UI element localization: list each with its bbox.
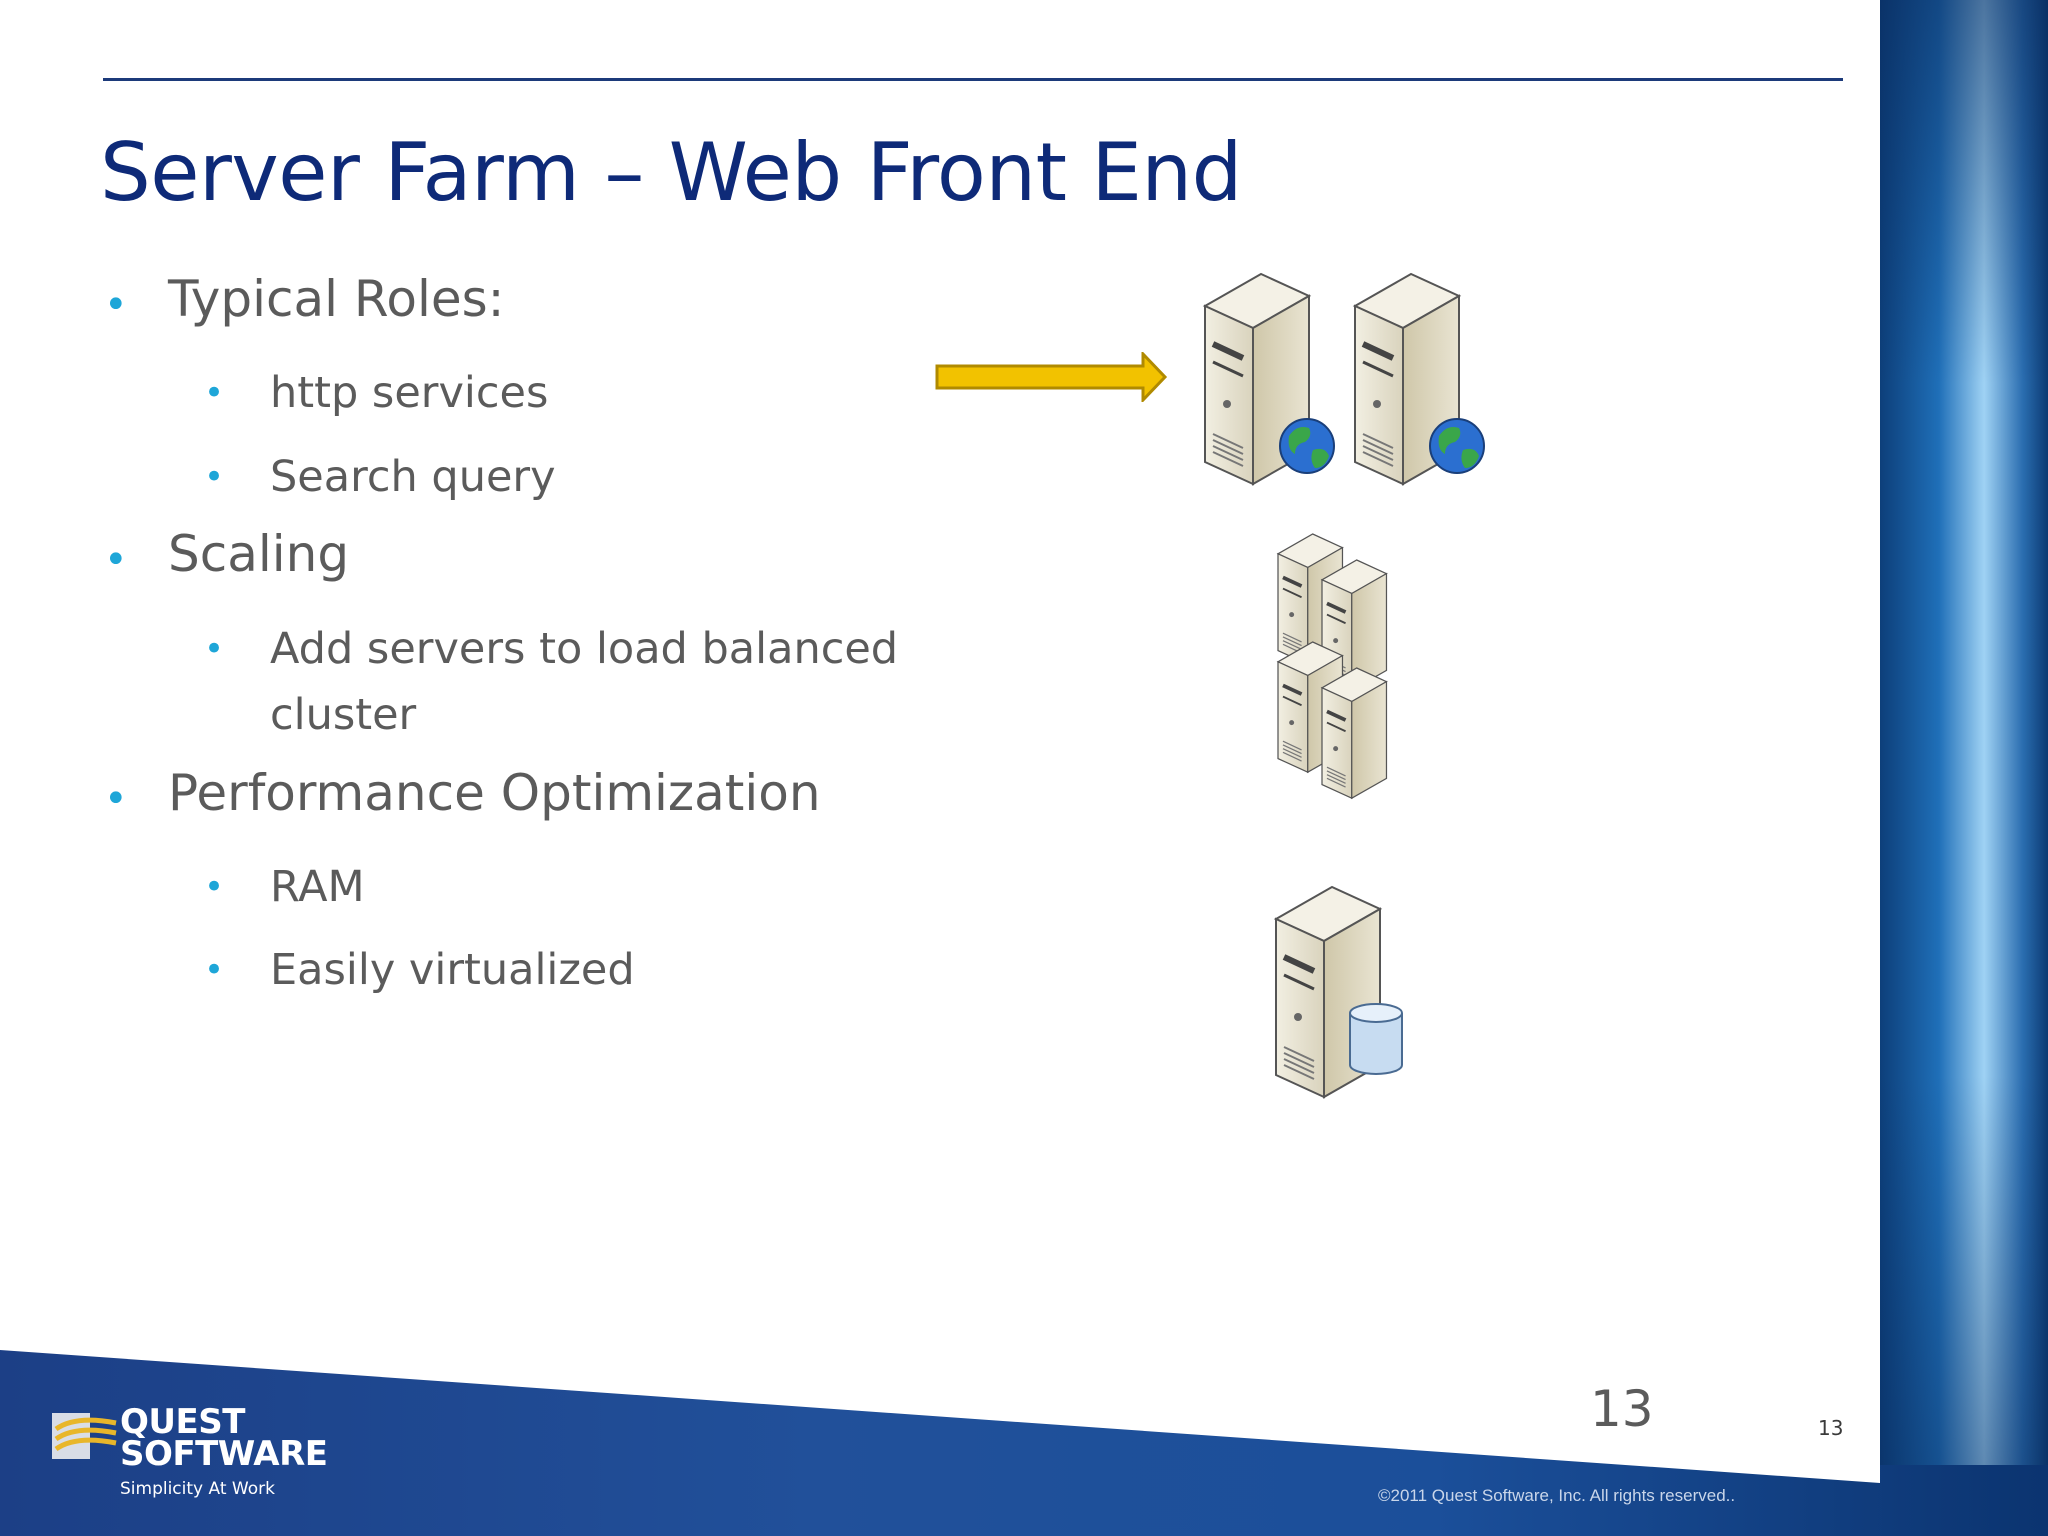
bullet-ram: • RAM xyxy=(100,854,365,920)
arrow-icon xyxy=(935,352,1168,402)
slide-title: Server Farm – Web Front End xyxy=(100,126,1242,219)
slide-number-small: 13 xyxy=(1818,1416,1844,1440)
bullet-http-services: • http services xyxy=(100,360,548,426)
top-rule xyxy=(103,78,1843,81)
bullet-text: Search query xyxy=(270,452,556,502)
bullet-add-servers: • Add servers to load balanced cluster xyxy=(100,616,950,748)
slide-number-large: 13 xyxy=(1590,1380,1654,1438)
bullet-text: Scaling xyxy=(168,525,350,583)
bullet-dot: • xyxy=(204,867,225,907)
decorative-side-band xyxy=(1880,0,2048,1536)
bullet-dot: • xyxy=(204,457,225,497)
web-server-icon xyxy=(1195,270,1485,500)
bullet-text: Add servers to load balanced cluster xyxy=(270,624,899,740)
logo-word-quest: QUEST xyxy=(120,1402,245,1442)
bullet-dot: • xyxy=(104,282,128,328)
bullet-text: http services xyxy=(270,368,549,418)
bullet-dot: • xyxy=(204,373,225,413)
database-server-icon xyxy=(1270,885,1403,1105)
bullet-text: RAM xyxy=(270,862,365,912)
bullet-dot: • xyxy=(104,537,128,583)
bullet-easily-virtualized: • Easily virtualized xyxy=(100,937,635,1003)
bullet-text: Performance Optimization xyxy=(168,764,821,822)
bullet-dot: • xyxy=(204,950,225,990)
quest-logo-mark-icon xyxy=(52,1413,117,1459)
bullet-text: Typical Roles: xyxy=(168,270,505,328)
bullet-performance: • Performance Optimization xyxy=(100,764,821,822)
bullet-scaling: • Scaling xyxy=(100,525,349,583)
bullet-dot: • xyxy=(204,629,225,669)
copyright-notice: ©2011 Quest Software, Inc. All rights re… xyxy=(1378,1486,1736,1505)
bullet-search-query: • Search query xyxy=(100,444,556,510)
bullet-typical-roles: • Typical Roles: xyxy=(100,270,505,328)
bullet-dot: • xyxy=(104,776,128,822)
bullet-text: Easily virtualized xyxy=(270,945,635,995)
server-cluster-icon xyxy=(1276,532,1389,800)
slide-panel xyxy=(0,0,1880,1536)
logo-tagline: Simplicity At Work xyxy=(120,1479,275,1499)
logo-word-software: SOFTWARE xyxy=(120,1434,328,1474)
